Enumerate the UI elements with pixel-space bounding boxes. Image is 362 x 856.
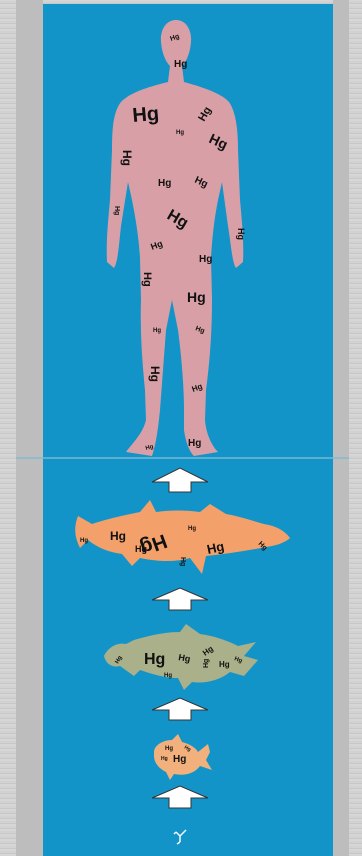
hg-label: Hg: [141, 272, 153, 287]
hg-label: Hg: [236, 228, 246, 240]
arrow-up-icon: [152, 468, 208, 492]
hg-label: Hg: [188, 526, 196, 532]
hg-label: Hg: [148, 366, 162, 382]
hg-label: Hg: [165, 746, 173, 752]
hg-label: Hg: [113, 206, 120, 215]
hg-label: Hg: [203, 659, 210, 668]
hg-label: Hg: [144, 651, 165, 668]
hg-label: Hg: [164, 673, 172, 679]
hg-label: Hg: [199, 254, 212, 265]
hg-label: Hg: [80, 538, 88, 544]
hg-label: Hg: [188, 438, 201, 449]
hg-label: Hg: [110, 529, 126, 543]
hg-label: Hg: [176, 130, 184, 136]
plankton-icon: [174, 830, 186, 844]
hg-label: Hg: [187, 289, 206, 305]
hg-label: Hg: [120, 150, 134, 166]
hg-label: Hg: [173, 754, 186, 765]
hg-label: Hg: [219, 660, 230, 669]
hg-label: Hg: [206, 539, 226, 557]
arrow-up-icon: [152, 588, 208, 610]
hg-label: Hg: [161, 756, 168, 762]
hg-label: Hg: [174, 59, 187, 70]
human-figure: [107, 20, 244, 456]
arrow-up-icon: [152, 786, 208, 808]
hg-label: Hg: [178, 652, 192, 664]
arrow-up-icon: [152, 698, 208, 720]
hg-label: Hg: [179, 557, 186, 566]
hg-label: Hg: [153, 328, 161, 334]
hg-label: Hg: [132, 103, 160, 127]
hg-label: Hg: [158, 178, 171, 189]
